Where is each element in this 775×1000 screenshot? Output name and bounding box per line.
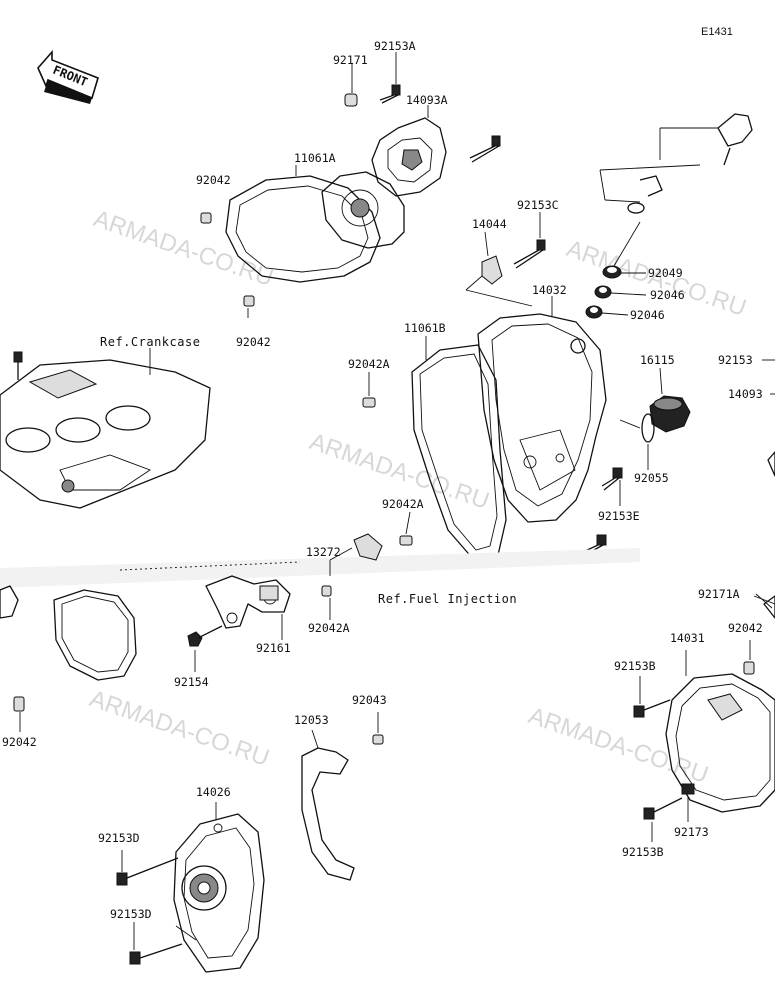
bolt-icon (379, 84, 401, 104)
gasket-11061A-icon (225, 175, 381, 283)
part-label-14031: 14031 (670, 631, 705, 645)
part-label-14026: 14026 (196, 785, 231, 799)
dowel-pin-icon (13, 696, 25, 712)
bolt-icon (601, 467, 623, 491)
plate-icon (353, 533, 383, 561)
part-label-92042: 92042 (728, 621, 763, 635)
dowel-pin-icon (200, 212, 212, 224)
part-label-92153D: 92153D (98, 831, 140, 845)
gasket-11061B-icon (411, 344, 507, 561)
filler-cap-icon (649, 395, 691, 433)
part-label-14032: 14032 (532, 283, 567, 297)
generator-cover-group (633, 593, 775, 842)
crankcase-icon (0, 348, 211, 509)
part-label-92042A: 92042A (348, 357, 390, 371)
o-ring-icon (641, 413, 655, 443)
watermark: ARMADA-CO.RU (90, 205, 277, 292)
gasket-left-icon (53, 589, 137, 681)
part-label-92046: 92046 (630, 308, 665, 322)
dowel-pin-icon (372, 734, 384, 745)
dowel-pin-icon (243, 295, 255, 307)
part-label-92049: 92049 (648, 266, 683, 280)
part-label-92153A: 92153A (374, 39, 416, 53)
dowel-pin-icon (743, 661, 755, 675)
bolt-icon (513, 239, 546, 269)
left-gasket-group (0, 585, 137, 732)
part-label-13272: 13272 (306, 545, 341, 559)
seal-icon (602, 265, 622, 279)
bolt-icon (633, 699, 671, 718)
rotor-cover-icon (321, 171, 405, 249)
ref-fuel-injection-label: Ref.Fuel Injection (378, 592, 517, 606)
part-label-92055: 92055 (634, 471, 669, 485)
dowel-pin-icon (362, 397, 376, 408)
part-label-92042: 92042 (236, 335, 271, 349)
part-label-92042A: 92042A (308, 621, 350, 635)
part-label-92161: 92161 (256, 641, 291, 655)
part-fragment-icon (767, 451, 775, 477)
part-label-92153: 92153 (718, 353, 753, 367)
bracket-icon (481, 255, 503, 285)
generator-cover-icon (665, 673, 775, 813)
part-label-92043: 92043 (352, 693, 387, 707)
bolt-icon (469, 135, 501, 163)
bolt-icon (116, 857, 179, 886)
part-label-92173: 92173 (674, 825, 709, 839)
clamp-icon (681, 783, 695, 795)
part-label-92153B: 92153B (614, 659, 656, 673)
pulse-cover-group (200, 52, 501, 318)
dowel-pin-icon (399, 535, 413, 546)
part-label-11061A: 11061A (294, 151, 336, 165)
front-arrow-icon: FRONT (37, 49, 99, 104)
part-label-14093A: 14093A (406, 93, 448, 107)
part-label-16115: 16115 (640, 353, 675, 367)
bracket-group (0, 533, 640, 672)
part-label-92042: 92042 (196, 173, 231, 187)
part-label-92153C: 92153C (517, 198, 559, 212)
chain-guide-icon (301, 747, 355, 881)
part-label-92153B: 92153B (622, 845, 664, 859)
clutch-cover-icon (477, 313, 607, 523)
part-label-92171: 92171 (333, 53, 368, 67)
part-label-12053: 12053 (294, 713, 329, 727)
bolt-icon (129, 943, 183, 965)
part-label-14093: 14093 (728, 387, 763, 401)
oil-pipe-icon (599, 113, 753, 214)
diagram-code: E1431 (701, 26, 733, 38)
part-labels: 92153A 92171 14093A 11061A 92042 92042 1… (2, 39, 763, 921)
part-label-92153D: 92153D (110, 907, 152, 921)
part-label-14044: 14044 (472, 217, 507, 231)
watermark: ARMADA-CO.RU (525, 702, 712, 789)
seal-icon (594, 285, 612, 299)
pulse-cover-icon (371, 117, 447, 197)
collar-icon (344, 93, 358, 107)
bolt-icon (643, 797, 683, 820)
part-label-92171A: 92171A (698, 587, 740, 601)
ref-crankcase-label: Ref.Crankcase (100, 335, 200, 349)
part-label-92042A: 92042A (382, 497, 424, 511)
damper-bracket-icon (205, 575, 291, 629)
part-label-92153E: 92153E (598, 509, 640, 523)
part-label-92046: 92046 (650, 288, 685, 302)
part-label-11061B: 11061B (404, 321, 446, 335)
part-label-92042: 92042 (2, 735, 37, 749)
sprocket-cover-icon (173, 813, 265, 973)
sprocket-cover-group (116, 712, 384, 973)
seal-icon (585, 305, 603, 319)
dowel-pin-icon (321, 585, 332, 597)
watermark: ARMADA-CO.RU (86, 685, 273, 772)
bolt-icon (187, 625, 223, 647)
part-label-92154: 92154 (174, 675, 209, 689)
